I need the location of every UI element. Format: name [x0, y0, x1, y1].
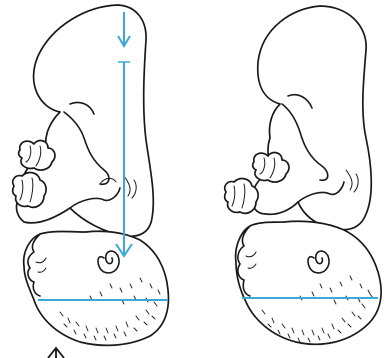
right-fetus-head — [236, 221, 381, 344]
right-fetus — [225, 6, 381, 344]
right-fetus-foot — [225, 179, 258, 214]
right-fetus-body — [253, 6, 372, 230]
left-fetus — [13, 5, 169, 345]
pointer-up-arrow-icon — [48, 348, 64, 358]
